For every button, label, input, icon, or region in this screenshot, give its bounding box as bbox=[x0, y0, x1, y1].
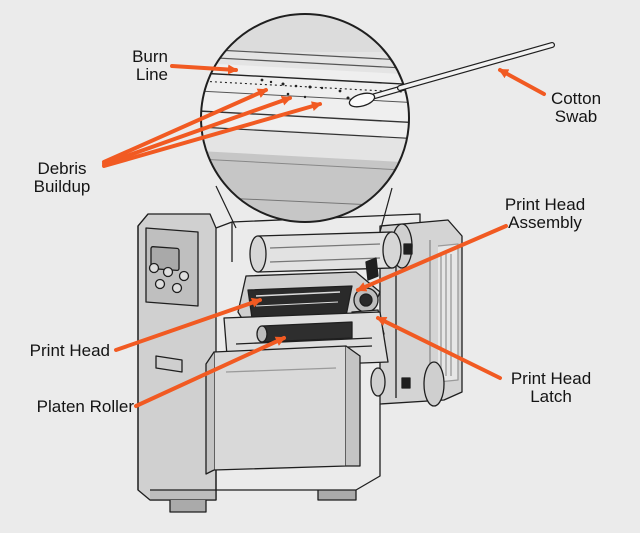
label-cotton-swab-2: Swab bbox=[554, 107, 598, 126]
label-cotton-swab-1: Cotton bbox=[550, 89, 602, 108]
arrow-print-head-latch bbox=[376, 316, 502, 380]
panel-button bbox=[162, 266, 174, 278]
arrow-debris-2 bbox=[102, 95, 292, 166]
rewind-knob bbox=[423, 361, 445, 407]
panel-button bbox=[178, 270, 190, 282]
label-cotton-swab: Cotton Swab bbox=[536, 90, 616, 126]
label-platen-roller: Platen Roller bbox=[36, 397, 134, 416]
arrow-debris-3 bbox=[102, 101, 322, 168]
label-burn-line-2: Line bbox=[135, 65, 168, 84]
label-print-head-assembly: Print Head Assembly bbox=[490, 196, 600, 232]
label-burn-line: Burn Line bbox=[104, 48, 168, 84]
label-print-head-assembly-1: Print Head bbox=[504, 195, 586, 214]
label-print-head-latch: Print Head Latch bbox=[496, 370, 606, 406]
front-cover bbox=[213, 345, 347, 471]
arrow-platen-roller bbox=[134, 336, 286, 408]
label-print-head-latch-2: Latch bbox=[530, 387, 572, 406]
arrow-cotton-swab bbox=[498, 68, 546, 96]
label-print-head-latch-1: Print Head bbox=[510, 369, 592, 388]
label-burn-line-1: Burn bbox=[132, 47, 168, 66]
debris-particles bbox=[260, 78, 350, 100]
arrow-print-head bbox=[114, 297, 262, 352]
printer-illustration bbox=[137, 213, 463, 513]
label-print-head: Print Head bbox=[29, 341, 110, 360]
panel-button bbox=[171, 282, 183, 294]
arrow-debris-1 bbox=[102, 88, 268, 164]
label-print-head-assembly-2: Assembly bbox=[508, 213, 582, 232]
label-debris-buildup-2: Buildup bbox=[33, 177, 91, 196]
callout-arrows bbox=[102, 64, 546, 408]
arrow-print-head-assembly bbox=[356, 224, 508, 292]
label-debris-buildup-1: Debris bbox=[37, 159, 87, 178]
panel-button bbox=[148, 262, 160, 274]
arrow-burn-line bbox=[170, 64, 238, 75]
panel-button bbox=[154, 278, 166, 290]
label-debris-buildup: Debris Buildup bbox=[22, 160, 102, 196]
